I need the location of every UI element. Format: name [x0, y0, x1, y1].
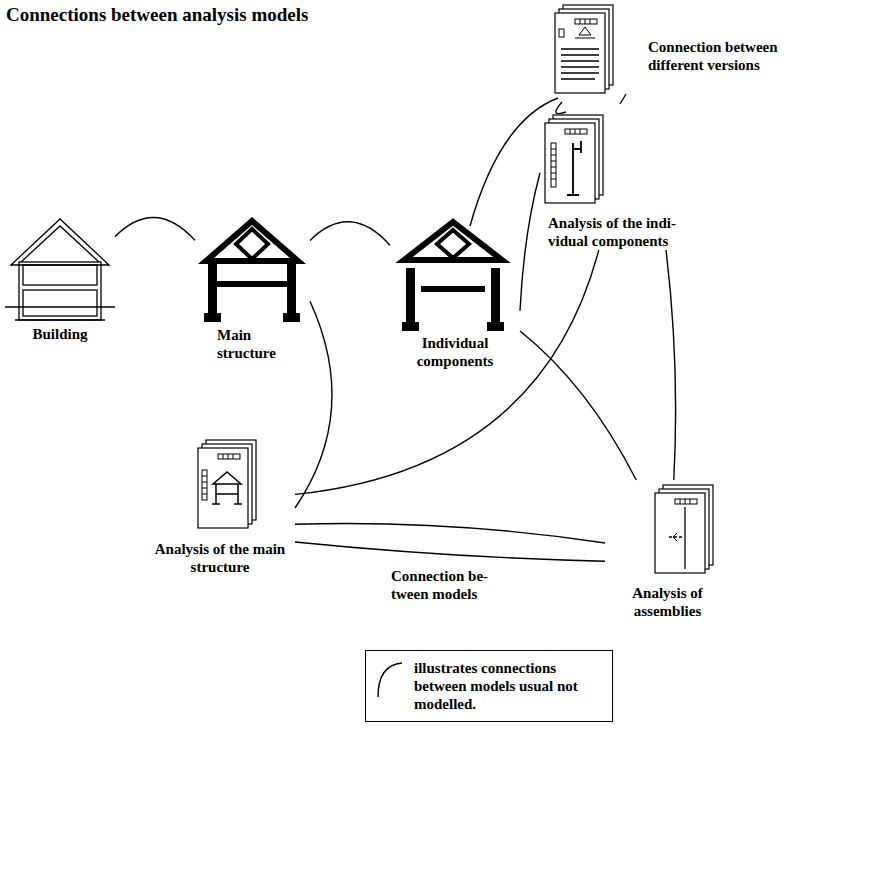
legend-box: illustrates connections between models u…	[365, 650, 613, 722]
node-label: Main structure	[217, 326, 310, 362]
building-icon	[5, 219, 115, 320]
connection-line	[520, 331, 636, 480]
document-icon	[555, 5, 613, 93]
connection-line	[295, 250, 599, 494]
analysis-node: Analysis of assemblies	[605, 480, 730, 620]
note-label: Connection between different versions	[648, 38, 813, 74]
connection-line	[520, 173, 540, 311]
version-mark	[620, 94, 626, 104]
node-label: Building	[5, 325, 115, 343]
legend-rows: illustrates connections between models u…	[372, 659, 604, 713]
legend-sample	[372, 659, 406, 699]
node-label: Analysis of the indi- vidual components	[548, 214, 708, 250]
document-icon	[198, 440, 256, 528]
connection-line	[115, 217, 195, 240]
document-icon	[545, 115, 603, 203]
connection-line	[666, 250, 676, 480]
version-arc	[556, 102, 566, 114]
document-icon	[655, 485, 713, 573]
node-label: Analysis of assemblies	[605, 584, 730, 620]
main-structure-icon	[204, 221, 300, 322]
components-icon	[402, 222, 504, 331]
analysis-node: Building	[5, 210, 115, 343]
diagram-title: Connections between analysis models	[6, 4, 308, 26]
connection-line	[295, 542, 605, 561]
edge-label: Connection be- tween models	[389, 567, 511, 603]
analysis-node: Analysis of the indi- vidual components	[540, 110, 708, 250]
connection-line	[295, 301, 332, 508]
node-label: Individual components	[390, 334, 520, 370]
analysis-node: Analysis of the main structure	[145, 440, 295, 576]
connection-line	[295, 524, 605, 543]
analysis-node: Individual components	[390, 214, 520, 370]
node-label: Analysis of the main structure	[145, 540, 295, 576]
legend-text: illustrates connections between models u…	[414, 659, 604, 713]
connection-line	[310, 222, 390, 245]
analysis-node: Main structure	[195, 210, 310, 362]
legend-row: illustrates connections between models u…	[372, 659, 604, 713]
connection-line	[470, 98, 558, 226]
